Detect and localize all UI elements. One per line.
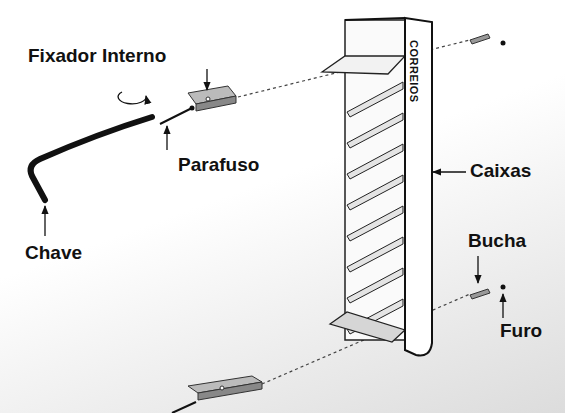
part-label: Chave — [25, 242, 82, 264]
leader-arrow — [433, 171, 466, 172]
rotation-arrow — [118, 92, 146, 104]
part-label: Caixas — [470, 160, 531, 182]
box-flap — [347, 175, 403, 210]
bracket-hole — [220, 386, 224, 390]
wall-hole — [501, 41, 506, 46]
box-flap — [347, 237, 403, 272]
part-label: Bucha — [468, 230, 526, 252]
brand-text: CORREIOS — [408, 40, 420, 103]
open-lid — [322, 56, 405, 74]
cabinet-side — [405, 18, 432, 356]
box-flap — [347, 268, 403, 303]
cabinet-outline — [318, 12, 438, 362]
leader-arrow — [44, 206, 45, 236]
screw — [160, 108, 192, 124]
box-flap — [347, 113, 403, 148]
cabinet-top — [345, 18, 405, 20]
screw-head — [190, 106, 195, 111]
part-label: Fixador Interno — [28, 45, 166, 67]
leader-arrow — [206, 69, 207, 90]
bracket-hole — [206, 97, 210, 101]
wall-plug — [470, 34, 490, 44]
part-label: Parafuso — [178, 154, 259, 176]
open-lid — [330, 312, 405, 342]
internal-bracket — [196, 96, 236, 111]
box-flap — [347, 206, 403, 241]
hex-key — [31, 117, 152, 200]
internal-bracket — [198, 382, 262, 400]
screw — [172, 402, 196, 413]
wall-hole — [501, 285, 506, 290]
leader-arrow — [166, 126, 167, 150]
box-flap — [347, 144, 403, 179]
wall-plug — [470, 289, 490, 299]
leader-arrow — [502, 294, 503, 318]
mailbox-cabinet: CORREIOS — [318, 12, 438, 362]
box-flap — [347, 82, 403, 117]
part-label: Furo — [500, 320, 542, 342]
leader-arrow — [477, 256, 478, 283]
